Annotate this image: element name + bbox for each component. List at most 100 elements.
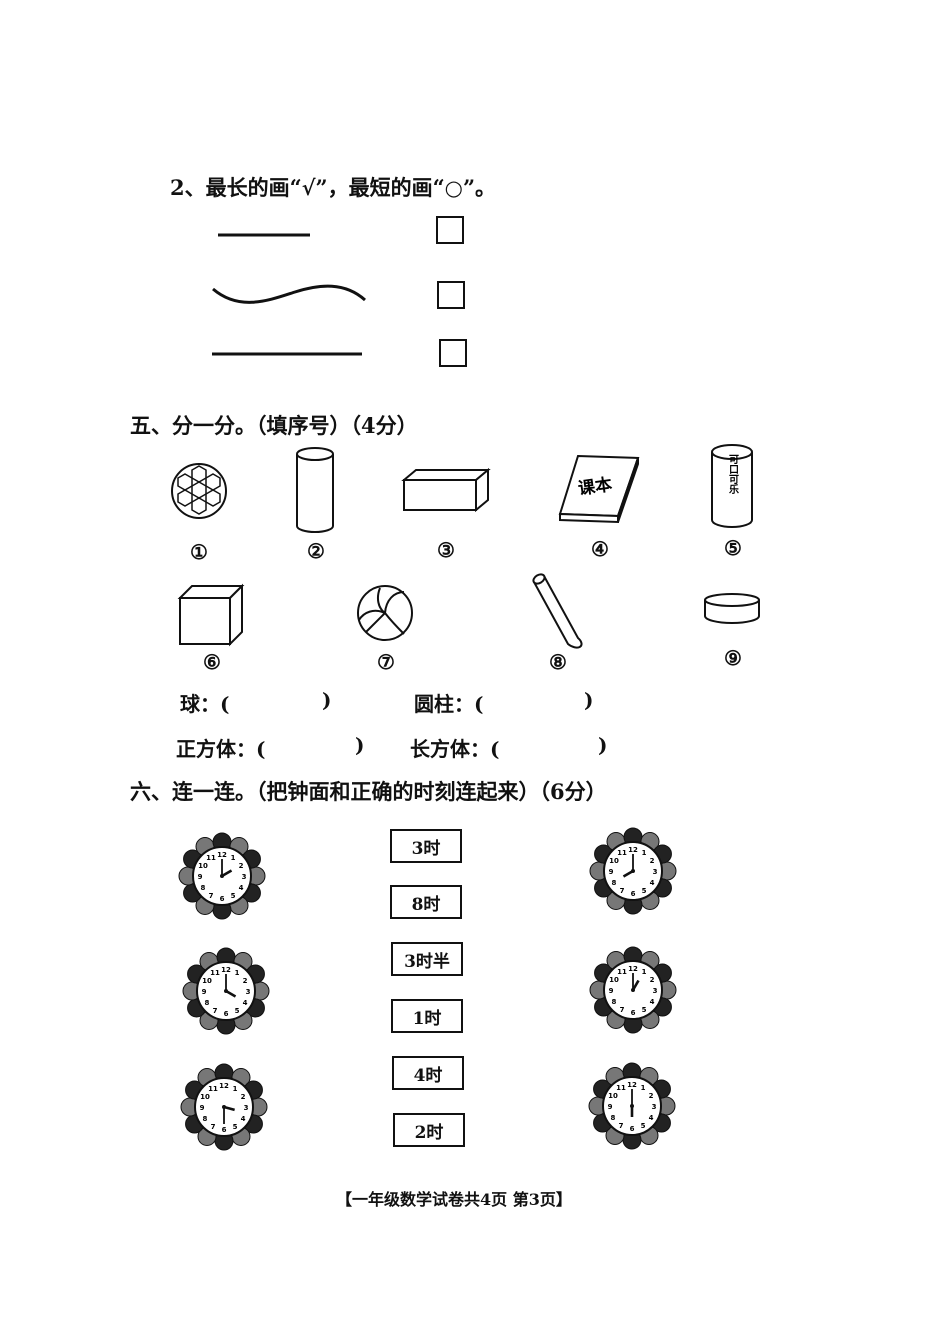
svg-text:10: 10 [609,857,619,865]
time-box-6[interactable]: 2时 [393,1113,465,1147]
svg-text:11: 11 [206,854,216,862]
shape-number-7: ⑦ [377,650,395,674]
svg-text:10: 10 [198,862,208,870]
time-box-1[interactable]: 3时 [390,829,462,863]
shape-number-8: ⑧ [549,650,567,674]
svg-text:7: 7 [213,1007,218,1015]
svg-text:5: 5 [642,1006,647,1014]
svg-text:11: 11 [617,849,627,857]
time-box-5[interactable]: 4时 [392,1056,464,1090]
svg-text:2: 2 [241,1093,246,1101]
svg-text:7: 7 [620,1006,625,1014]
svg-text:11: 11 [208,1085,218,1093]
svg-text:3: 3 [653,987,658,995]
svg-text:7: 7 [620,887,625,895]
svg-text:9: 9 [609,987,614,995]
svg-text:2: 2 [239,862,244,870]
answer-box-3[interactable] [439,339,467,367]
svg-text:12: 12 [628,965,638,973]
svg-text:10: 10 [609,976,619,984]
cuboid-icon [401,467,491,513]
svg-text:5: 5 [235,1007,240,1015]
svg-text:4: 4 [241,1115,246,1123]
answer-cylinder-label: 圆柱：( [414,692,484,716]
answer-cuboid-label: 长方体：( [410,737,500,761]
svg-text:4: 4 [649,1114,654,1122]
cylinder-icon [296,447,334,533]
shape-number-6: ⑥ [203,650,221,674]
section5-title: 五、分一分。（填序号）（4分） [130,413,418,438]
svg-text:11: 11 [210,969,220,977]
time-box-3[interactable]: 3时半 [391,942,463,976]
svg-text:8: 8 [612,879,617,887]
svg-text:6: 6 [222,1126,227,1134]
answer-cuboid-close: ) [598,733,608,757]
shape-number-4: ④ [591,537,609,561]
svg-text:4: 4 [243,999,248,1007]
svg-text:2: 2 [243,977,248,985]
svg-text:10: 10 [200,1093,210,1101]
answer-box-2[interactable] [437,281,465,309]
svg-text:2: 2 [650,857,655,865]
svg-text:9: 9 [202,988,207,996]
svg-text:1: 1 [233,1085,238,1093]
answer-ball-label: 球：( [180,692,230,716]
volleyball-icon [357,585,413,641]
shape-number-2: ② [307,539,325,563]
short-cylinder-icon [704,593,760,624]
cola-label: 可口可乐 [727,454,739,495]
svg-text:12: 12 [628,846,638,854]
svg-text:5: 5 [641,1122,646,1130]
textbook-icon: 课本 [558,454,640,524]
svg-text:6: 6 [630,1125,635,1133]
svg-text:3: 3 [246,988,251,996]
answer-box-1[interactable] [436,216,464,244]
svg-text:9: 9 [198,873,203,881]
time-box-4[interactable]: 1时 [391,999,463,1033]
shape-number-3: ③ [437,538,455,562]
svg-text:1: 1 [641,1084,646,1092]
svg-text:6: 6 [631,1009,636,1017]
svg-text:1: 1 [642,968,647,976]
svg-text:2: 2 [649,1092,654,1100]
svg-text:10: 10 [202,977,212,985]
shape-number-1: ① [190,540,208,564]
answer-cylinder-close: ) [584,688,594,712]
shape-number-9: ⑨ [724,646,742,670]
soccer-ball-icon [171,463,227,519]
cube-icon [177,583,245,647]
svg-text:10: 10 [608,1092,618,1100]
svg-text:3: 3 [242,873,247,881]
answer-ball-close: ) [322,688,332,712]
svg-text:1: 1 [642,849,647,857]
time-box-2[interactable]: 8时 [390,885,462,919]
textbook-label: 课本 [577,474,614,500]
svg-text:5: 5 [231,892,236,900]
q2-title: 2、最长的画“√”，最短的画“○”。 [170,175,497,200]
svg-text:8: 8 [611,1114,616,1122]
shape-number-5: ⑤ [724,536,742,560]
answer-cube-close: ) [355,733,365,757]
svg-text:12: 12 [217,851,227,859]
stick-cylinder-icon [532,573,583,649]
svg-text:1: 1 [231,854,236,862]
svg-text:3: 3 [244,1104,249,1112]
svg-text:6: 6 [224,1010,229,1018]
svg-text:3: 3 [653,868,658,876]
svg-text:8: 8 [205,999,210,1007]
svg-text:5: 5 [233,1123,238,1131]
svg-text:1: 1 [235,969,240,977]
svg-text:5: 5 [642,887,647,895]
svg-text:2: 2 [650,976,655,984]
svg-text:7: 7 [619,1122,624,1130]
svg-text:9: 9 [608,1103,613,1111]
svg-text:8: 8 [612,998,617,1006]
svg-text:4: 4 [239,884,244,892]
q2-lines [212,233,367,356]
